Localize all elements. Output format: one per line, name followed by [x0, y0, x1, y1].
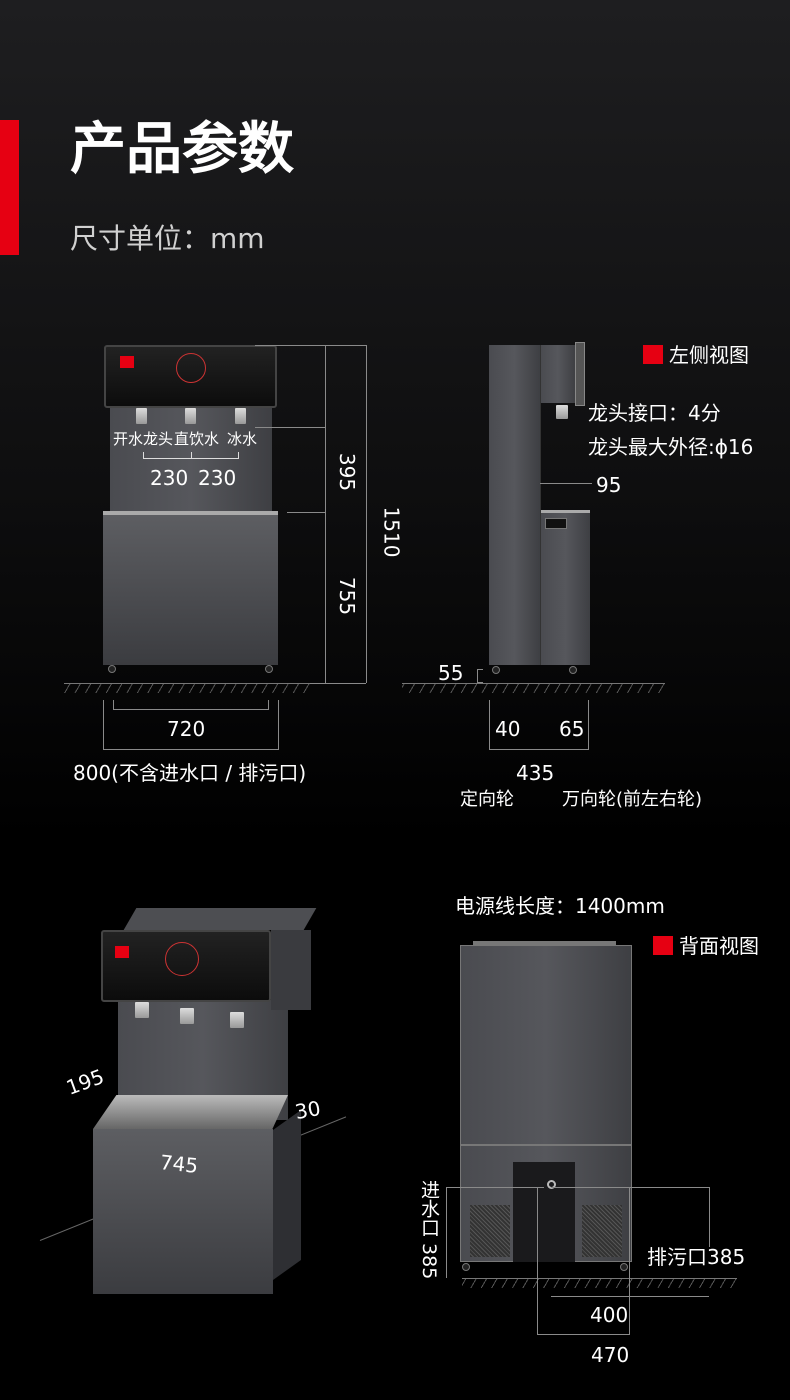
wheel-icon	[265, 665, 273, 673]
cold-faucet-icon	[235, 408, 246, 424]
side-upper	[541, 345, 575, 403]
faucet-icon	[180, 1008, 194, 1024]
faucet-depth: 95	[596, 473, 622, 497]
total-width: 800(不含进水口 / 排污口)	[73, 761, 307, 785]
brand-logo-icon	[115, 946, 129, 958]
total-height: 1510	[379, 506, 404, 558]
tray-depth: 195	[63, 1064, 108, 1100]
side-faucet-icon	[556, 405, 568, 419]
faucet-label-hot: 开水龙头	[113, 430, 174, 448]
drain-width: 470	[591, 1343, 630, 1367]
wheel-height: 55	[438, 661, 464, 685]
side-depth: 435	[516, 761, 555, 785]
accent-bar	[0, 120, 19, 255]
unit-label: 尺寸单位：mm	[70, 222, 265, 255]
tray-width: 745	[158, 1150, 200, 1178]
lower-height: 755	[335, 576, 360, 616]
hot-faucet-icon	[136, 408, 147, 424]
side-body	[489, 345, 541, 665]
water-inlet-icon	[547, 1180, 556, 1189]
spacing-2: 230	[198, 466, 237, 490]
upper-height: 395	[335, 452, 360, 492]
faucet-label-drink: 直饮水	[174, 430, 220, 448]
base-width: 720	[167, 717, 206, 741]
faucet-diameter: 龙头最大外径:ϕ16	[588, 435, 754, 459]
drain-label: 排污口385	[647, 1245, 746, 1269]
faucet-icon	[230, 1012, 244, 1028]
swivel-wheel-label: 万向轮(前左右轮)	[562, 789, 703, 810]
front-control-panel	[104, 345, 277, 408]
touch-dial-icon	[176, 353, 206, 383]
side-view-title: 左侧视图	[669, 343, 749, 367]
back-view-title: 背面视图	[679, 934, 759, 958]
vent-grille	[582, 1205, 622, 1257]
spacing-1: 230	[150, 466, 189, 490]
front-offset: 40	[495, 717, 521, 741]
wheel-icon	[462, 1263, 470, 1271]
touch-dial-icon	[165, 942, 199, 976]
vent-grille	[470, 1205, 510, 1257]
ground-line	[64, 683, 310, 693]
legend-square-icon	[653, 936, 673, 955]
cord-length: 电源线长度：1400mm	[455, 894, 665, 918]
wheel-icon	[492, 666, 500, 674]
wheel-icon	[620, 1263, 628, 1271]
front-tray	[103, 511, 278, 515]
drip-tray	[93, 1095, 288, 1129]
page-title: 产品参数	[70, 117, 294, 182]
faucet-port: 龙头接口：4分	[588, 401, 721, 425]
brand-logo-icon	[120, 356, 134, 368]
inlet-width: 400	[590, 1303, 629, 1327]
ground-line	[462, 1278, 737, 1288]
legend-square-icon	[643, 345, 663, 364]
iso-control-panel	[101, 930, 271, 1002]
ground-line	[402, 683, 665, 693]
rear-offset: 65	[559, 717, 585, 741]
front-upper-body	[110, 407, 272, 513]
fixed-wheel-label: 定向轮	[460, 789, 514, 810]
front-cabinet	[103, 515, 278, 665]
drinking-faucet-icon	[185, 408, 196, 424]
wheel-icon	[108, 665, 116, 673]
faucet-icon	[135, 1002, 149, 1018]
side-lower	[541, 513, 590, 665]
tray-height: 30	[293, 1095, 323, 1125]
wheel-icon	[569, 666, 577, 674]
inlet-label: 进水口 385	[418, 1180, 440, 1280]
faucet-label-cold: 冰水	[227, 430, 258, 448]
back-upper-panel	[460, 945, 632, 1145]
